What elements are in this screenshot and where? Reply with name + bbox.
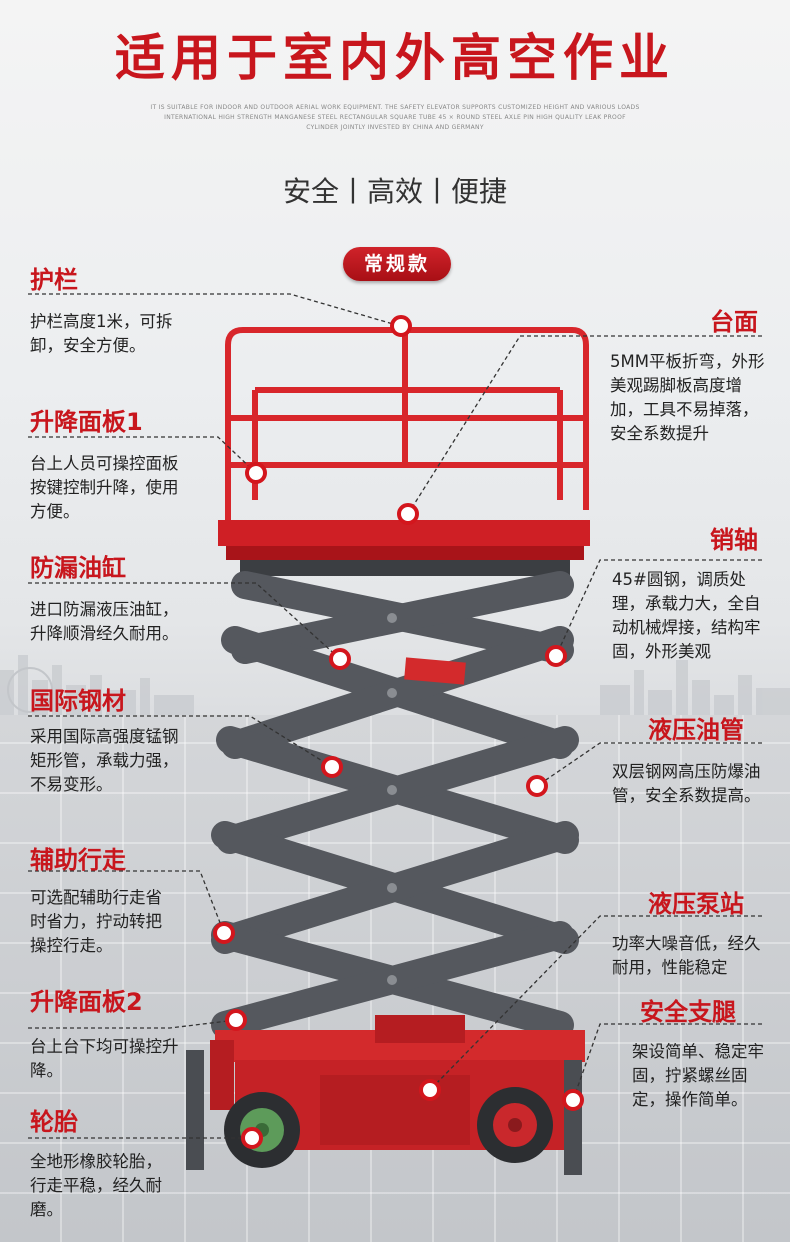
page-subtitle: IT IS SUITABLE FOR INDOOR AND OUTDOOR AE… — [150, 104, 640, 131]
right-outrigger — [564, 1060, 582, 1175]
feature-desc-cylinder: 进口防漏液压油缸，升降顺滑经久耐用。 — [30, 600, 179, 643]
feature-desc-pump: 功率大噪音低，经久耐用，性能稳定 — [612, 934, 761, 977]
feature-desc-steel: 采用国际高强度锰钢矩形管，承载力强，不易变形。 — [30, 727, 179, 794]
feature-label-pump: 液压泵站 — [648, 890, 744, 918]
feature-desc-pin: 45#圆钢，调质处理，承载力大，全自动机械焊接，结构牢固，外形美观 — [612, 570, 761, 661]
marker-steel — [321, 756, 343, 778]
feature-desc-panel2: 台上台下均可操控升降。 — [30, 1037, 179, 1080]
feature-desc-deck: 5MM平板折弯，外形美观踢脚板高度增加，工具不易掉落，安全系数提升 — [610, 352, 765, 443]
feature-label-guardrail: 护栏 — [30, 266, 78, 294]
marker-pump — [419, 1079, 441, 1101]
feature-desc-hose: 双层钢网高压防爆油管，安全系数提高。 — [612, 762, 761, 805]
marker-drive — [213, 922, 235, 944]
platform-deck — [218, 520, 590, 546]
feature-label-tire: 轮胎 — [30, 1108, 78, 1136]
marker-panel2 — [225, 1009, 247, 1031]
feature-label-outrigger: 安全支腿 — [640, 998, 736, 1026]
marker-outrigger — [562, 1089, 584, 1111]
feature-desc-drive: 可选配辅助行走省时省力，拧动转把操控行走。 — [30, 888, 162, 955]
pump-station — [375, 1015, 465, 1043]
marker-panel1 — [245, 462, 267, 484]
marker-pin — [545, 645, 567, 667]
feature-label-cylinder: 防漏油缸 — [30, 554, 126, 582]
feature-label-panel1: 升降面板1 — [30, 408, 143, 436]
feature-desc-guardrail: 护栏高度1米，可拆卸，安全方便。 — [30, 312, 173, 355]
marker-hose — [526, 775, 548, 797]
feature-desc-outrigger: 架设简单、稳定牢固，拧紧螺丝固定，操作简单。 — [632, 1042, 764, 1109]
left-outrigger — [186, 1050, 204, 1170]
feature-label-hose: 液压油管 — [648, 716, 744, 744]
marker-tire — [241, 1127, 263, 1149]
marker-cylinder — [329, 648, 351, 670]
right-wheel — [477, 1087, 553, 1163]
marker-guardrail — [390, 315, 412, 337]
tagline: 安全丨高效丨便捷 — [282, 175, 507, 208]
hydraulic-cylinder — [404, 657, 466, 685]
feature-label-pin: 销轴 — [710, 526, 758, 554]
page-title: 适用于室内外高空作业 — [115, 29, 675, 87]
feature-desc-panel1: 台上人员可操控面板按键控制升降，使用方便。 — [30, 454, 179, 521]
feature-label-deck: 台面 — [710, 308, 758, 336]
feature-desc-tire: 全地形橡胶轮胎，行走平稳，经久耐磨。 — [30, 1152, 162, 1219]
feature-label-steel: 国际钢材 — [30, 687, 126, 715]
marker-deck — [397, 503, 419, 525]
feature-label-drive: 辅助行走 — [30, 846, 126, 874]
feature-label-panel2: 升降面板2 — [30, 988, 143, 1016]
model-badge: 常规款 — [343, 247, 451, 281]
scissor-arms — [211, 571, 579, 1039]
